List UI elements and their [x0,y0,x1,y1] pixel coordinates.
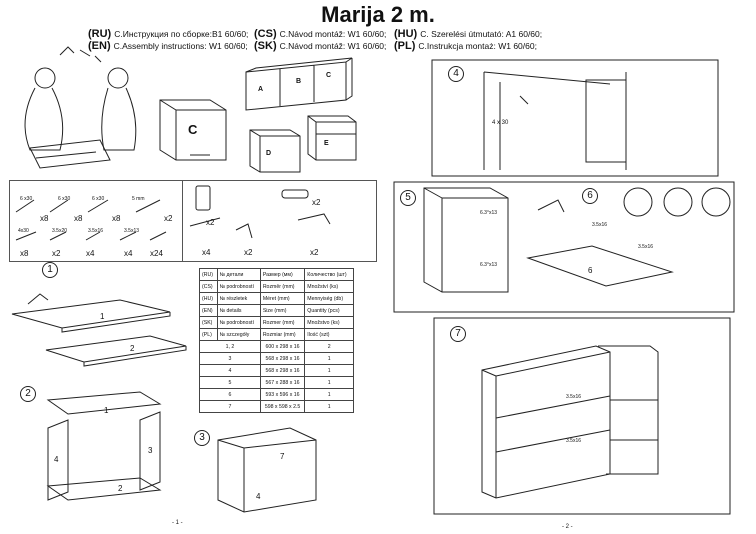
lang-code: (PL) [394,40,416,52]
lang-code: (CS) [254,28,277,40]
qty-label: x4 [86,249,95,258]
step6-dim: 3.5x16 [638,244,654,250]
step-4-marker: 4 [448,66,464,82]
step2-carcass [46,391,162,501]
upper-cabinets [245,57,353,111]
step5-dim: 6.3°x13 [480,262,498,268]
page-title: Marija 2 m. [321,2,435,27]
lang-text: C. Szerelési útmutató: A1 60/60; [420,29,543,39]
panel-number: 7 [280,452,285,461]
instruction-row-2: (EN)C.Assembly instructions: W1 60/60; (S… [88,40,542,52]
qty-label: x2 [310,248,319,257]
panel-number: 3 [148,446,153,455]
panel-number: 6 [588,266,593,275]
step7-dim: 3.5x16 [566,438,582,444]
qty-label: x2 [206,218,215,227]
panel-number: 2 [130,344,135,353]
step7-dim: 3.5x16 [566,394,582,400]
lang-code: (EN) [88,40,111,52]
hardware-spec: 6 x30 [58,196,71,202]
panel-number: 4 [256,492,261,501]
lang-code: (RU) [88,28,112,40]
qty-label: x4 [124,249,133,258]
step-7-marker: 7 [450,326,466,342]
instruction-row-1: (RU)С.Инструкция по сборке:B1 60/60; (CS)… [88,28,542,40]
fastener-spec: 3.5x20 [52,228,68,234]
cabinet-b-label: B [296,78,302,85]
qty-label: x24 [150,249,163,258]
cabinet-d-label: D [266,150,272,157]
step5-6-box [393,181,735,313]
qty-label: x8 [112,214,121,223]
lang-text: C.Návod montáž: W1 60/60; [279,29,387,39]
step3-back-panel [217,427,317,513]
fastener-spec: 3.5x16 [88,228,104,234]
lang-text: C.Instrukcja montaż: W1 60/60; [418,41,537,51]
hardware-spec: 6 x30 [92,196,105,202]
lang-code: (HU) [394,28,418,40]
step4-box [431,59,719,177]
panel-number: 4 [54,455,59,464]
panel-number: 1 [100,312,105,321]
fastener-spec: 3.5x13 [124,228,140,234]
step1-panels [11,293,187,367]
qty-label: x4 [202,248,211,257]
cabinet-a-label: A [258,86,264,93]
page-number-2: - 2 - [562,524,573,530]
cabinet-c [159,99,227,161]
qty-label: x2 [312,198,321,207]
lang-code: (SK) [254,40,277,52]
qty-label: x2 [164,214,173,223]
qty-label: x8 [74,214,83,223]
qty-label: x8 [20,249,29,258]
step-2-marker: 2 [20,386,36,402]
cabinet-c2-label: C [326,72,332,79]
fastener-spec: 4x30 [18,228,29,234]
step-3-marker: 3 [194,430,210,446]
step-5-marker: 5 [400,190,416,206]
cabinet-e-label: E [324,140,329,147]
lang-text: C.Assembly instructions: W1 60/60; [113,41,248,51]
hardware-icons [15,185,331,241]
panel-number: 2 [118,484,123,493]
panel-number: 1 [104,406,109,415]
step-1-marker: 1 [42,262,58,278]
qty-label: x8 [40,214,49,223]
lower-cabinets [249,115,357,173]
step7-box [433,317,731,515]
qty-label: x2 [52,249,61,258]
step-6-marker: 6 [582,188,598,204]
hardware-box [9,180,377,262]
language-instructions: (RU)С.Инструкция по сборке:B1 60/60; (CS)… [88,28,542,52]
step6-dim: 3.5x16 [592,222,608,228]
page-number-1: - 1 - [172,520,183,526]
hardware-spec: 5 mm [132,196,145,202]
lang-text: С.Инструкция по сборке:B1 60/60; [114,29,249,39]
lang-text: C.Návod montáž: W1 60/60; [279,41,387,51]
assembler-figures [24,46,137,169]
qty-label: x2 [244,248,253,257]
cabinet-c-label: C [188,122,198,137]
step5-dim: 6.3°x13 [480,210,498,216]
hardware-spec: 6 x30 [20,196,33,202]
step4-screw-spec: 4 x 30 [492,120,509,126]
